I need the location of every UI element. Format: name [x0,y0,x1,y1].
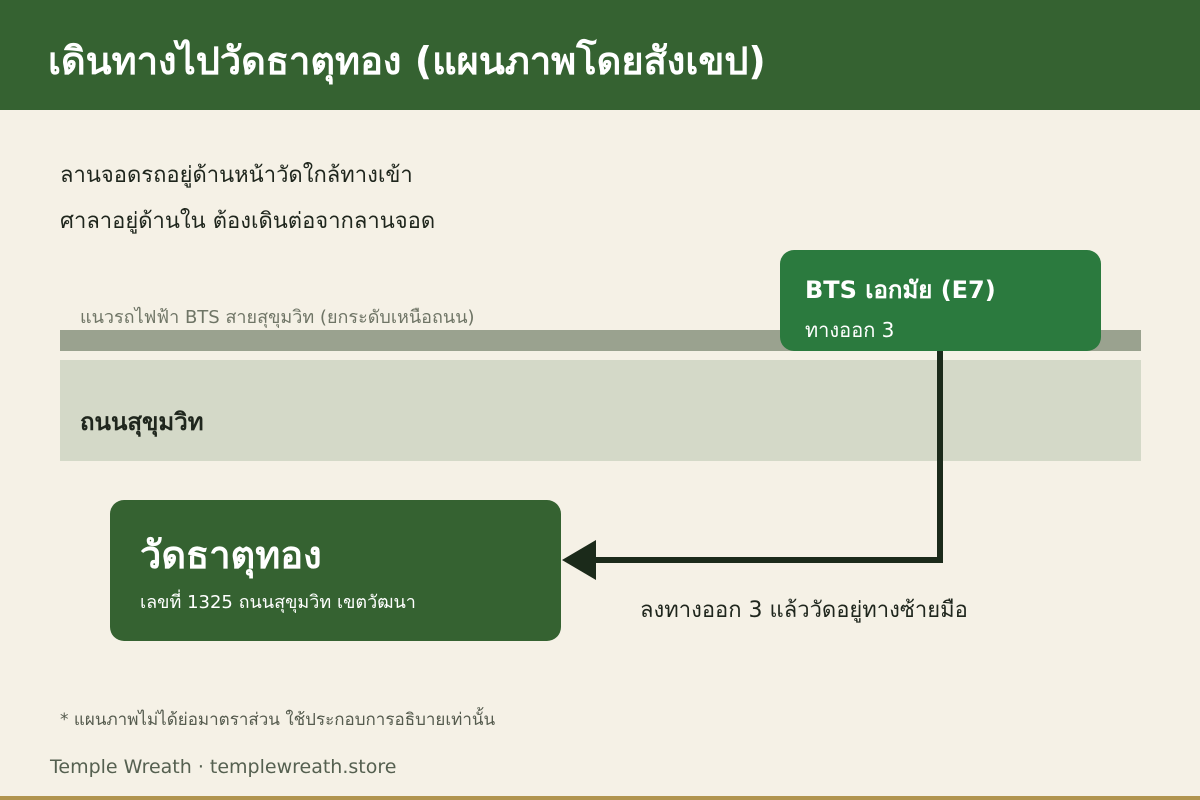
temple-address: เลขที่ 1325 ถนนสุขุมวิท เขตวัฒนา [140,592,416,613]
brand-footer: Temple Wreath · templewreath.store [50,756,397,778]
bottom-accent-bar [0,796,1200,800]
road-label: ถนนสุขุมวิท [80,408,204,436]
skytrain-label: แนวรถไฟฟ้า BTS สายสุขุมวิท (ยกระดับเหนือ… [80,307,475,328]
intro-sala-text: ศาลาอยู่ด้านใน ต้องเดินต่อจากลานจอด [60,209,436,234]
bts-station-exit: ทางออก 3 [805,318,895,342]
page-title: เดินทางไปวัดธาตุทอง (แผนภาพโดยสังเขป) [48,39,766,83]
header-bar: เดินทางไปวัดธาตุทอง (แผนภาพโดยสังเขป) [0,0,1200,110]
temple-box: วัดธาตุทอง เลขที่ 1325 ถนนสุขุมวิท เขตวั… [110,500,561,641]
intro-parking-text: ลานจอดรถอยู่ด้านหน้าวัดใกล้ทางเข้า [60,163,413,188]
temple-name: วัดธาตุทอง [140,533,322,577]
bts-station-box: BTS เอกมัย (E7) ทางออก 3 [780,250,1101,351]
scale-disclaimer: * แผนภาพไม่ได้ย่อมาตราส่วน ใช้ประกอบการอ… [60,710,496,730]
road-sukhumvit: ถนนสุขุมวิท [60,360,1141,461]
route-instruction: ลงทางออก 3 แล้ววัดอยู่ทางซ้ายมือ [640,598,968,623]
bts-station-name: BTS เอกมัย (E7) [805,276,996,304]
route-arrowhead [562,540,596,580]
